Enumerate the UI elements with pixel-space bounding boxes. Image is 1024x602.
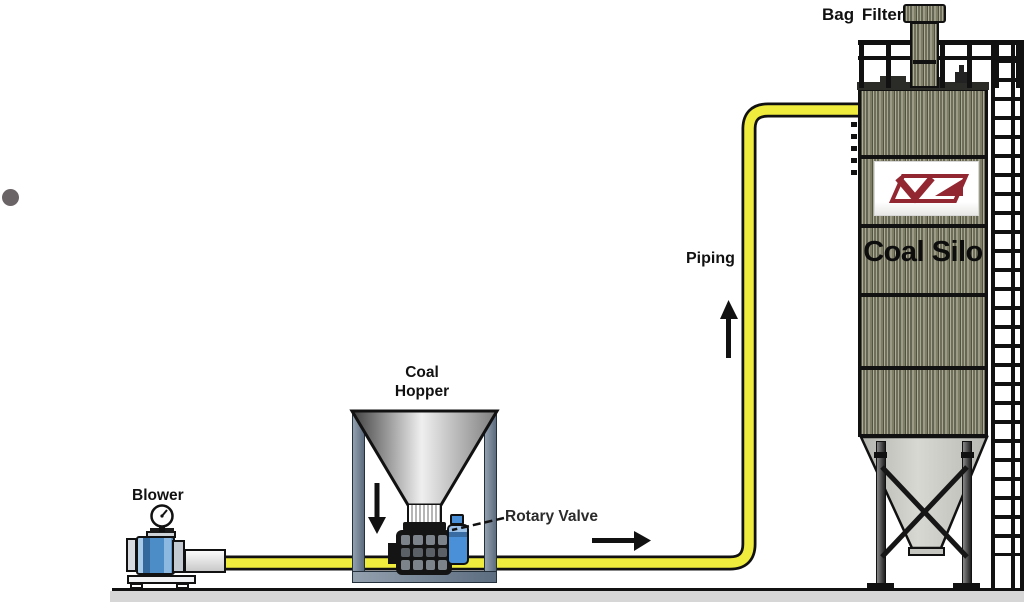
bag-filter-label-word2: Filter (861, 5, 904, 24)
coal-hopper-label: Coal Hopper (372, 363, 472, 401)
ground-strip (110, 591, 1024, 602)
silo-inlet-bolt (851, 134, 857, 139)
silo-leg-anchor (961, 452, 974, 458)
silo-inlet-bolt (851, 122, 857, 127)
silo-band (858, 155, 988, 159)
silo-railing-post (940, 40, 945, 88)
coal-hopper-label-line2: Hopper (394, 383, 450, 400)
silo-roof-valve (955, 72, 969, 83)
silo-roof-tab (880, 76, 906, 83)
silo-band (858, 224, 988, 228)
silo-inlet-bolt (851, 158, 857, 163)
silo-cone (859, 435, 989, 556)
feed-down-arrow-icon (368, 483, 386, 534)
silo-leg-anchor (874, 452, 887, 458)
bag-filter-label-word1: Bag (822, 5, 855, 24)
silo-band (858, 293, 988, 297)
silo-railing-post (886, 40, 891, 88)
blower-motor (136, 536, 175, 575)
silo-railing-post (1016, 40, 1021, 88)
bag-filter-body (910, 22, 939, 88)
silo-band (858, 366, 988, 370)
bag-filter-cap (903, 4, 946, 23)
silo-inlet-bolt (851, 146, 857, 151)
ground-line (112, 588, 1024, 591)
bag-filter-collar (913, 60, 936, 64)
silo-roof-valve-stub (959, 65, 964, 73)
silo-railing-post (994, 40, 999, 88)
silo-railing-post (967, 40, 972, 88)
hopper-neck (407, 505, 442, 524)
va-logo-icon (888, 174, 970, 204)
piping-label: Piping (686, 250, 735, 267)
coal-hopper-label-line1: Coal (405, 364, 439, 381)
bag-filter-label: Bag Filter (822, 5, 903, 25)
gray-dot (2, 189, 19, 206)
rotary-valve-left-flange (388, 543, 397, 564)
blower-base-leg (130, 583, 143, 589)
blower-label: Blower (132, 487, 184, 504)
silo-ladder-rail (1020, 40, 1024, 589)
silo-ladder-rail (1011, 40, 1015, 589)
silo-ladder-rail (991, 40, 995, 589)
silo-foot-right (953, 583, 980, 589)
silo-foot-left (867, 583, 894, 589)
silo-inlet-bolt (851, 170, 857, 175)
rotary-valve-grid (401, 535, 447, 570)
rotary-valve-connector-line (451, 516, 505, 532)
silo-railing-post (859, 40, 864, 88)
blower-base (127, 575, 196, 584)
blower-base-leg (176, 583, 189, 589)
silo-ladder-rungs (991, 40, 1024, 556)
rotary-valve-motor-cap (450, 514, 464, 525)
flow-up-arrow-icon (720, 300, 738, 358)
rotary-valve-label: Rotary Valve (505, 508, 599, 525)
blower-silencer (184, 549, 226, 573)
rotary-valve-collar (403, 522, 446, 531)
silo-label: Coal Silo (863, 236, 983, 268)
flow-right-arrow-icon (592, 531, 651, 551)
rotary-valve-motor (447, 524, 469, 565)
pressure-gauge-icon (150, 504, 174, 532)
silo-cross-bracing (880, 465, 969, 559)
silo-body (858, 88, 988, 437)
